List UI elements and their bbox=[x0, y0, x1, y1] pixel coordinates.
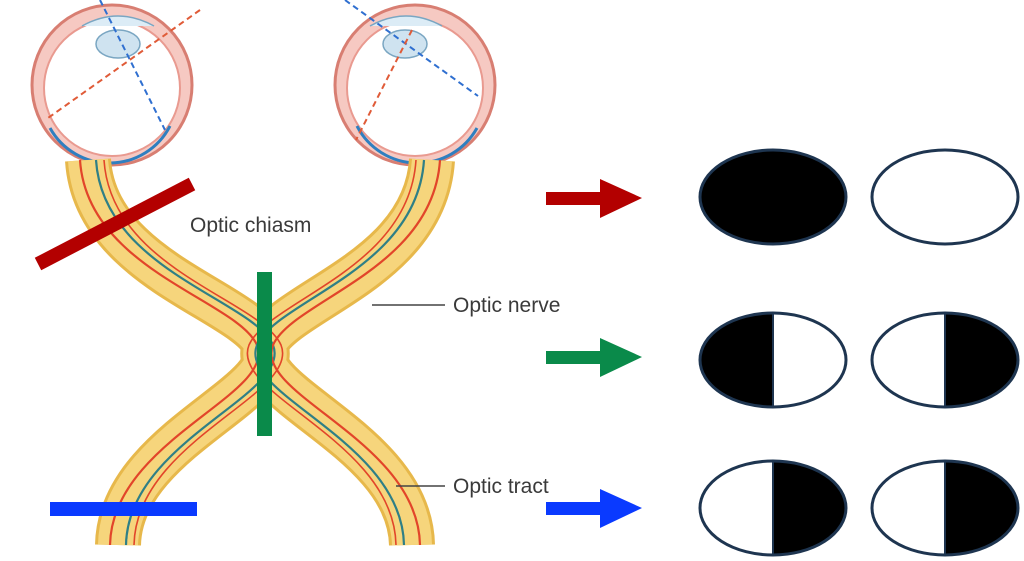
lesion-bar-optic-tract bbox=[50, 502, 197, 516]
field-right-eye-right-half-loss bbox=[870, 459, 1020, 557]
arrow-green bbox=[546, 338, 642, 377]
arrow-blue bbox=[546, 489, 642, 528]
lesion-bar-optic-chiasm bbox=[257, 272, 272, 436]
visual-field-row-optic-tract bbox=[698, 459, 1020, 557]
lesion-bar-optic-nerve bbox=[34, 177, 196, 271]
label-optic-nerve: Optic nerve bbox=[453, 294, 560, 317]
field-left-eye-blind bbox=[698, 148, 848, 246]
visual-field-row-optic-nerve bbox=[698, 148, 1020, 246]
visual-field-row-optic-chiasm bbox=[698, 311, 1020, 409]
field-left-eye-right-half-loss bbox=[698, 459, 848, 557]
field-left-eye-temporal-loss bbox=[698, 311, 848, 409]
arrow-red bbox=[546, 179, 642, 218]
label-optic-chiasm: Optic chiasm bbox=[190, 214, 311, 237]
field-right-eye-normal bbox=[870, 148, 1020, 246]
label-optic-tract: Optic tract bbox=[453, 475, 549, 498]
field-right-eye-temporal-loss bbox=[870, 311, 1020, 409]
left-eye bbox=[30, 0, 201, 167]
right-eye bbox=[333, 0, 497, 167]
